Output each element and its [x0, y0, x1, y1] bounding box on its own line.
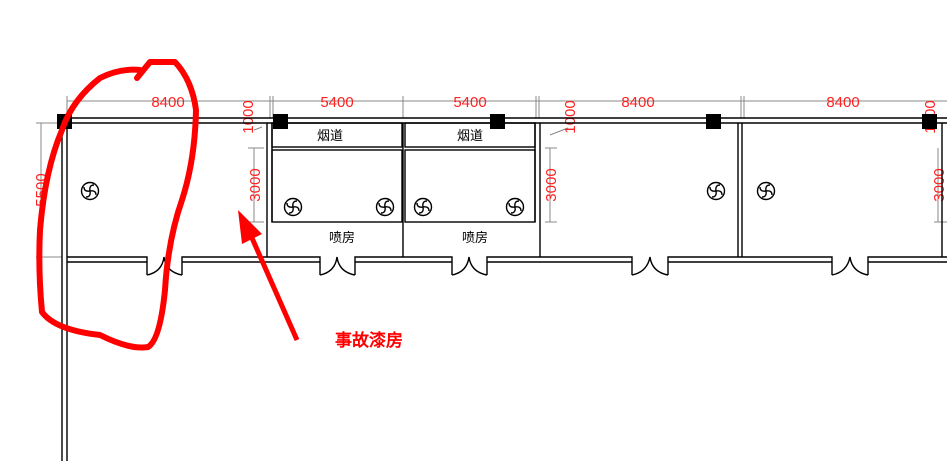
column [273, 114, 288, 129]
column [922, 114, 937, 129]
smoke-duct-label: 烟道 [317, 129, 343, 144]
column [490, 114, 505, 129]
dim-top-4: 8400 [621, 94, 654, 111]
dim-duct-1: 1000 [240, 100, 257, 133]
exhaust-fan-icon [283, 197, 303, 217]
structural-columns [57, 114, 937, 129]
doors [146, 256, 869, 276]
dim-top-2: 5400 [320, 94, 353, 111]
spray-booth-label: 喷房 [462, 230, 488, 246]
dim-duct-2: 1000 [562, 100, 579, 133]
dim-booth-2: 3000 [543, 168, 560, 201]
dim-top-5: 8400 [826, 94, 859, 111]
exhaust-fan-icon [80, 181, 100, 201]
dim-top-1: 8400 [151, 94, 184, 111]
walls [57, 117, 947, 461]
column [706, 114, 721, 129]
annotation-arrow [238, 210, 300, 342]
highlight-loop [36, 59, 199, 351]
spray-booth-label: 喷房 [329, 230, 355, 246]
dim-top-3: 5400 [453, 94, 486, 111]
exhaust-fan-icon [505, 197, 525, 217]
exhaust-fan-icon [413, 197, 433, 217]
dimension-labels: 8400 5400 5400 8400 8400 5500 1000 1000 … [33, 94, 947, 207]
dim-booth-1: 3000 [247, 168, 264, 201]
annotation-label: 事故漆房 [335, 330, 403, 350]
dim-booth-3: 3000 [931, 168, 947, 201]
smoke-duct-label: 烟道 [457, 129, 483, 144]
exhaust-fan-icon [706, 181, 726, 201]
exhaust-fan-icon [375, 197, 395, 217]
exhaust-fan-icon [756, 181, 776, 201]
